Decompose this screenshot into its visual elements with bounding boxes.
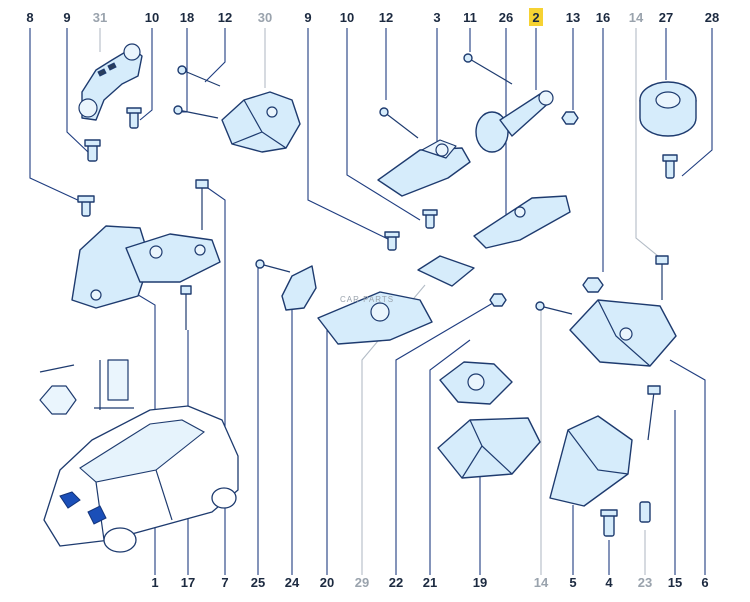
leader-9a xyxy=(66,28,89,153)
part-21-mount[interactable] xyxy=(439,361,513,405)
callout-31-top[interactable]: 31 xyxy=(93,10,107,25)
callout-10-top-a[interactable]: 10 xyxy=(145,10,159,25)
leader-10a xyxy=(139,28,153,121)
leader-22 xyxy=(395,299,499,575)
callout-14-top[interactable]: 14 xyxy=(629,10,644,25)
part-26-bracket[interactable] xyxy=(473,195,571,249)
callout-21-bottom[interactable]: 21 xyxy=(423,575,437,590)
part-5-lower-arm[interactable] xyxy=(549,415,633,507)
part-22-nut[interactable] xyxy=(489,293,507,307)
part-10-bolt-a[interactable] xyxy=(126,107,142,129)
part-30-bracket[interactable] xyxy=(221,91,301,153)
highlight-box-2 xyxy=(529,8,543,26)
part-3-engine-mount[interactable] xyxy=(377,139,471,197)
callout-24-bottom[interactable]: 24 xyxy=(285,575,300,590)
callout-4-bottom[interactable]: 4 xyxy=(605,575,613,590)
callout-29-bottom[interactable]: 29 xyxy=(355,575,369,590)
leader-14a xyxy=(635,28,659,257)
callout-27-top[interactable]: 27 xyxy=(659,10,673,25)
leader-9b xyxy=(307,28,391,241)
leader-8 xyxy=(29,28,83,203)
torque-spec-diagram xyxy=(39,359,134,415)
part-28-bolt[interactable] xyxy=(662,154,678,179)
part-20-gearbox-mount[interactable] xyxy=(317,291,433,345)
part-31-torque-link[interactable] xyxy=(78,43,143,121)
callout-5-bottom[interactable]: 5 xyxy=(569,575,576,590)
watermark: CAR PARTS xyxy=(340,295,394,304)
callout-16-top[interactable]: 16 xyxy=(596,10,610,25)
part-27-damper[interactable] xyxy=(639,81,697,137)
part-2-torque-rod[interactable] xyxy=(475,90,554,153)
callout-9-top-b[interactable]: 9 xyxy=(304,10,311,25)
leader-12a xyxy=(204,28,226,83)
callout-12-top-a[interactable]: 12 xyxy=(218,10,232,25)
part-18-bolt[interactable] xyxy=(177,65,221,87)
callout-11-top[interactable]: 11 xyxy=(463,10,477,25)
part-13-nut[interactable] xyxy=(561,111,579,125)
callout-28-top[interactable]: 28 xyxy=(705,10,719,25)
part-29-insert[interactable] xyxy=(417,255,475,287)
part-15-bolt[interactable] xyxy=(647,385,661,441)
callout-17-bottom[interactable]: 17 xyxy=(181,575,195,590)
leader-21 xyxy=(429,339,471,575)
bottom-callout-numbers: 1 17 7 25 24 20 29 22 21 19 14 5 4 23 15… xyxy=(151,575,708,590)
part-24-shield[interactable] xyxy=(281,265,317,311)
callout-14-bottom[interactable]: 14 xyxy=(534,575,549,590)
callout-10-top-b[interactable]: 10 xyxy=(340,10,354,25)
callout-8-top[interactable]: 8 xyxy=(26,10,33,25)
top-callout-numbers: 8 9 31 10 18 12 30 9 10 12 3 11 26 2 13 … xyxy=(26,8,719,26)
car-illustration xyxy=(43,405,239,553)
leader-6 xyxy=(669,359,706,575)
part-16-nut[interactable] xyxy=(582,277,604,293)
callout-12-top-b[interactable]: 12 xyxy=(379,10,393,25)
leader-28 xyxy=(681,28,713,177)
callout-30-top[interactable]: 30 xyxy=(258,10,272,25)
callout-7-bottom[interactable]: 7 xyxy=(221,575,228,590)
part-11-bolt[interactable] xyxy=(463,53,513,85)
callout-9-top[interactable]: 9 xyxy=(63,10,70,25)
callout-25-bottom[interactable]: 25 xyxy=(251,575,265,590)
part-12-bolt-a[interactable] xyxy=(173,105,219,119)
part-1-engine-bracket[interactable] xyxy=(71,225,221,309)
part-7-bolt[interactable] xyxy=(195,179,209,230)
callout-1-bottom[interactable]: 1 xyxy=(151,575,158,590)
callout-6-bottom[interactable]: 6 xyxy=(701,575,708,590)
callout-3-top[interactable]: 3 xyxy=(433,10,440,25)
callout-19-bottom[interactable]: 19 xyxy=(473,575,487,590)
part-4-bolt[interactable] xyxy=(600,509,618,537)
part-12-bolt-b[interactable] xyxy=(379,107,419,139)
callout-26-top[interactable]: 26 xyxy=(499,10,513,25)
part-25-bolt[interactable] xyxy=(255,259,291,273)
part-14-bolt[interactable] xyxy=(655,255,669,300)
callout-20-bottom[interactable]: 20 xyxy=(320,575,334,590)
callout-23-bottom[interactable]: 23 xyxy=(638,575,652,590)
part-9-bolt-a[interactable] xyxy=(84,139,101,162)
callout-2-top-highlighted[interactable]: 2 xyxy=(532,10,539,25)
part-14-bolt-b[interactable] xyxy=(535,301,573,315)
callout-22-bottom[interactable]: 22 xyxy=(389,575,403,590)
part-9-bolt-b[interactable] xyxy=(384,231,400,251)
callout-18-top[interactable]: 18 xyxy=(180,10,194,25)
callout-15-bottom[interactable]: 15 xyxy=(668,575,682,590)
part-10-bolt-b[interactable] xyxy=(422,209,438,229)
callout-13-top[interactable]: 13 xyxy=(566,10,580,25)
part-17-bolt[interactable] xyxy=(180,285,192,330)
part-23-stud[interactable] xyxy=(639,501,651,523)
part-6-right-mount[interactable] xyxy=(569,299,677,367)
part-8-bolt[interactable] xyxy=(77,195,95,217)
part-19-lower-bracket[interactable] xyxy=(437,417,541,479)
leader-10b xyxy=(346,28,421,221)
